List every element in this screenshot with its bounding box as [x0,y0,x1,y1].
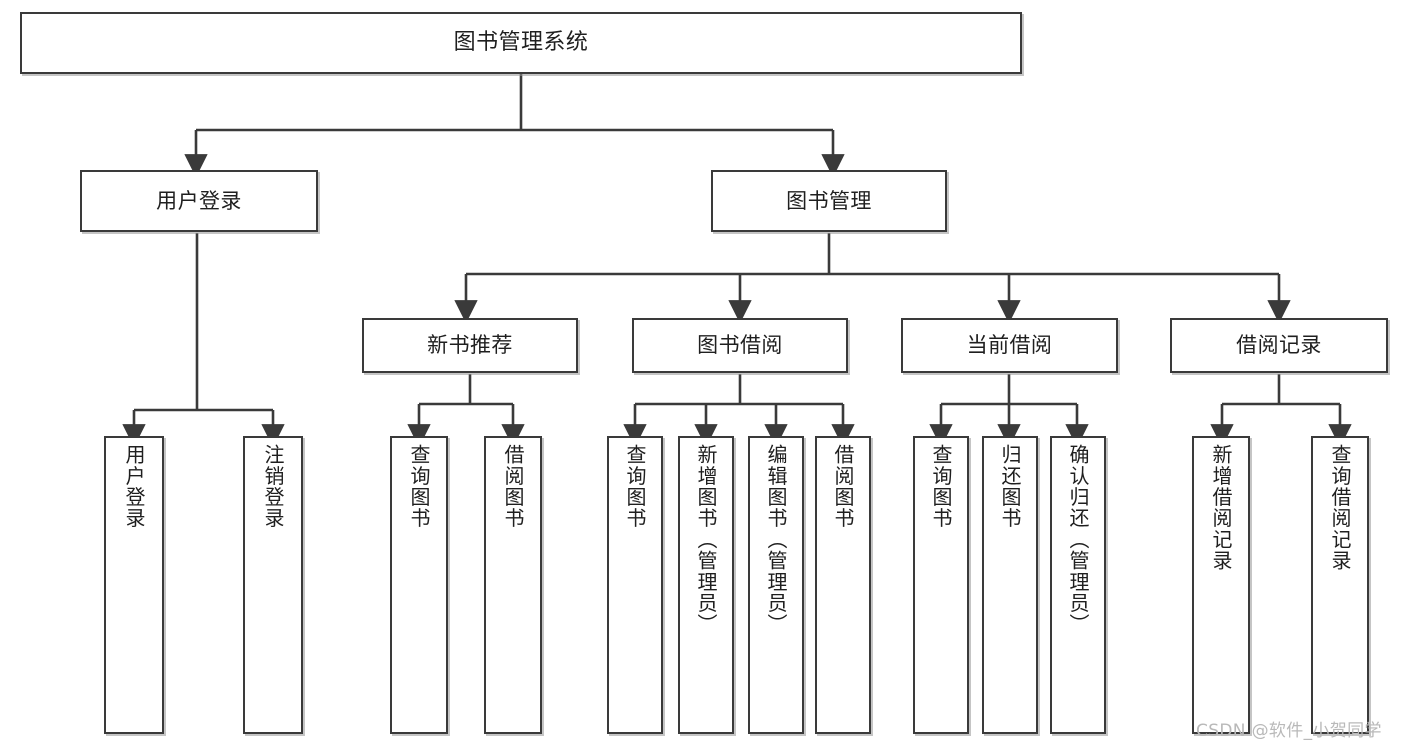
leaf-borrow-edit-book-label: 编辑图书（管理员） [764,444,788,635]
leaf-current-query-book-label: 查询图书 [929,444,953,529]
leaf-record-query[interactable]: 查询借阅记录 [1311,436,1369,734]
node-current-borrow-label: 当前借阅 [966,333,1053,358]
leaf-logout-label: 注销登录 [261,444,285,529]
leaf-borrow-query-book[interactable]: 查询图书 [607,436,663,734]
watermark: CSDN @软件_小贺同学 [1196,721,1382,741]
leaf-newbook-query-book[interactable]: 查询图书 [390,436,448,734]
leaf-user-login[interactable]: 用户登录 [104,436,164,734]
node-new-book-recommend-label: 新书推荐 [427,333,513,358]
leaf-borrow-edit-book[interactable]: 编辑图书（管理员） [748,436,804,734]
leaf-borrow-borrow-book[interactable]: 借阅图书 [815,436,871,734]
node-new-book-recommend[interactable]: 新书推荐 [362,318,578,373]
leaf-current-query-book[interactable]: 查询图书 [913,436,969,734]
node-user-login[interactable]: 用户登录 [80,170,318,232]
node-book-manage[interactable]: 图书管理 [711,170,947,232]
leaf-borrow-add-book-label: 新增图书（管理员） [694,444,718,635]
leaf-borrow-borrow-book-label: 借阅图书 [831,444,855,529]
node-user-login-label: 用户登录 [156,188,242,213]
leaf-record-add-label: 新增借阅记录 [1209,444,1233,572]
leaf-newbook-borrow-book-label: 借阅图书 [501,444,525,529]
leaf-current-confirm-return[interactable]: 确认归还（管理员） [1050,436,1106,734]
node-book-borrow-label: 图书借阅 [697,333,783,358]
node-root-label: 图书管理系统 [453,30,589,56]
leaf-logout[interactable]: 注销登录 [243,436,303,734]
leaf-borrow-query-book-label: 查询图书 [623,444,647,529]
node-root[interactable]: 图书管理系统 [20,12,1022,74]
node-book-manage-label: 图书管理 [786,188,872,213]
node-book-borrow[interactable]: 图书借阅 [632,318,848,373]
leaf-current-return-book[interactable]: 归还图书 [982,436,1038,734]
node-borrow-record-label: 借阅记录 [1236,333,1322,358]
leaf-newbook-query-book-label: 查询图书 [407,444,431,529]
leaf-record-query-label: 查询借阅记录 [1328,444,1352,572]
node-current-borrow[interactable]: 当前借阅 [901,318,1118,373]
leaf-newbook-borrow-book[interactable]: 借阅图书 [484,436,542,734]
leaf-current-confirm-return-label: 确认归还（管理员） [1066,444,1090,635]
leaf-record-add[interactable]: 新增借阅记录 [1192,436,1250,734]
leaf-borrow-add-book[interactable]: 新增图书（管理员） [678,436,734,734]
node-borrow-record[interactable]: 借阅记录 [1170,318,1388,373]
leaf-user-login-label: 用户登录 [122,444,146,529]
leaf-current-return-book-label: 归还图书 [998,444,1022,529]
